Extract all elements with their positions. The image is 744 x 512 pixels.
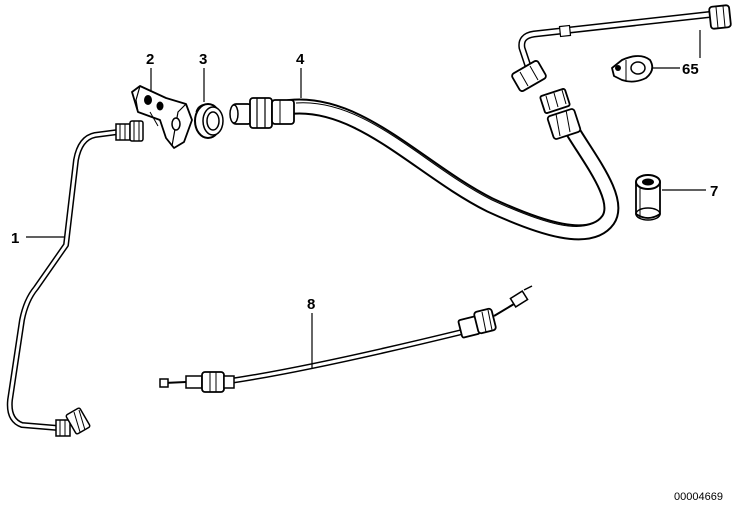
- callout-7: 7: [710, 183, 718, 200]
- callout-3: 3: [199, 51, 207, 68]
- callout-1: 1: [11, 230, 19, 247]
- callout-8: 8: [307, 296, 315, 313]
- part-4-brake-hose: [229, 4, 732, 241]
- part-1-brake-pipe: [6, 120, 144, 437]
- part-2-bracket: [131, 85, 193, 149]
- part-3-grommet: [194, 103, 224, 139]
- callout-2: 2: [146, 51, 154, 68]
- pipe-fitting-lower: [55, 407, 91, 437]
- hose-fitting-left: [229, 97, 295, 129]
- part-7-sleeve: [635, 174, 661, 221]
- cable-end-left: [159, 371, 235, 393]
- hose-fitting-right: [539, 88, 582, 140]
- leader-lines: [26, 30, 706, 368]
- callout-65: 65: [682, 61, 699, 78]
- document-number: 00004669: [674, 491, 723, 503]
- cable-end-right: [457, 285, 533, 339]
- pipe-fitting-upper: [115, 120, 144, 142]
- callout-4: 4: [296, 51, 305, 68]
- part-8-cable: [159, 285, 533, 393]
- steel-line-upper: [511, 4, 732, 92]
- part-65-clip: [611, 55, 654, 83]
